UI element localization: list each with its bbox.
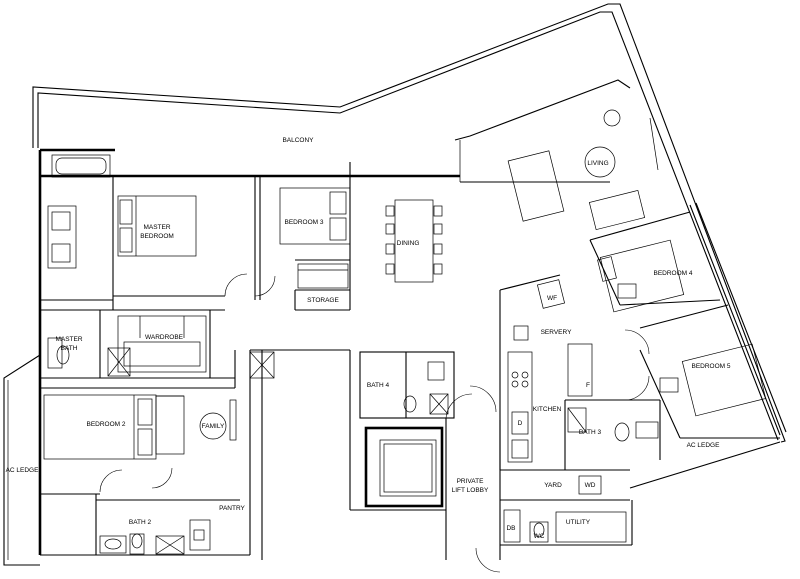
label-bedroom-3: BEDROOM 3 xyxy=(284,219,323,226)
label-kitchen: KITCHEN xyxy=(533,406,562,413)
door-swings xyxy=(99,273,650,573)
label-servery: SERVERY xyxy=(541,329,572,336)
balcony-outline xyxy=(32,3,786,443)
label-dining: DINING xyxy=(397,240,420,247)
label-utility: UTILITY xyxy=(566,519,591,526)
dining-table xyxy=(385,199,443,283)
label-bedroom-4: BEDROOM 4 xyxy=(653,270,692,277)
label-master-bedroom-2: BEDROOM xyxy=(140,233,174,240)
label-bedroom-2: BEDROOM 2 xyxy=(86,421,125,428)
label-master-bath-2: BATH xyxy=(61,345,78,352)
label-bedroom-5: BEDROOM 5 xyxy=(691,363,730,370)
label-private-lift-lobby-2: LIFT LOBBY xyxy=(452,487,489,494)
label-pantry: PANTRY xyxy=(219,505,245,512)
label-oven: D xyxy=(518,420,523,427)
right-wing-walls xyxy=(460,181,787,546)
bath4-and-lift xyxy=(350,351,501,560)
label-family: FAMILY xyxy=(202,423,225,430)
service-area-fixtures xyxy=(503,475,627,543)
label-bath-4: BATH 4 xyxy=(367,382,390,389)
room-labels: BALCONY LIVING MASTER BEDROOM BEDROOM 3 … xyxy=(6,137,731,540)
label-db: DB xyxy=(506,525,515,532)
label-fridge: F xyxy=(586,382,590,389)
label-living: LIVING xyxy=(587,160,608,167)
kitchen-fixtures xyxy=(507,279,593,463)
bedroom5-furniture xyxy=(659,343,767,417)
label-yard: YARD xyxy=(544,482,562,489)
left-wing-walls xyxy=(38,148,256,556)
bedroom4-furniture xyxy=(597,239,685,313)
label-master-bedroom-1: MASTER xyxy=(143,224,170,231)
master-bed xyxy=(117,195,197,257)
wardrobe-fixture xyxy=(117,315,207,373)
bath2-fixtures xyxy=(99,519,211,555)
bath3-fixtures xyxy=(567,407,659,442)
bedroom3-bed xyxy=(279,187,351,289)
label-wf: WF xyxy=(547,295,557,302)
label-wc: WC xyxy=(534,533,545,540)
centre-walls xyxy=(40,162,460,560)
label-balcony: BALCONY xyxy=(282,137,314,144)
label-ac-ledge-left: AC LEDGE xyxy=(6,467,40,474)
label-storage: STORAGE xyxy=(307,297,339,304)
living-furniture xyxy=(507,109,659,231)
label-master-bath-1: MASTER xyxy=(55,336,82,343)
shaft-hatch xyxy=(249,351,275,379)
label-bath-2: BATH 2 xyxy=(129,519,152,526)
label-ac-ledge-right: AC LEDGE xyxy=(687,442,721,449)
label-wardrobe: WARDROBE xyxy=(145,334,184,341)
label-wd: WD xyxy=(585,482,596,489)
label-bath-3: BATH 3 xyxy=(579,429,602,436)
label-private-lift-lobby-1: PRIVATE xyxy=(457,478,485,485)
ac-ledges xyxy=(3,354,41,566)
bedroom2-furniture xyxy=(43,394,237,460)
